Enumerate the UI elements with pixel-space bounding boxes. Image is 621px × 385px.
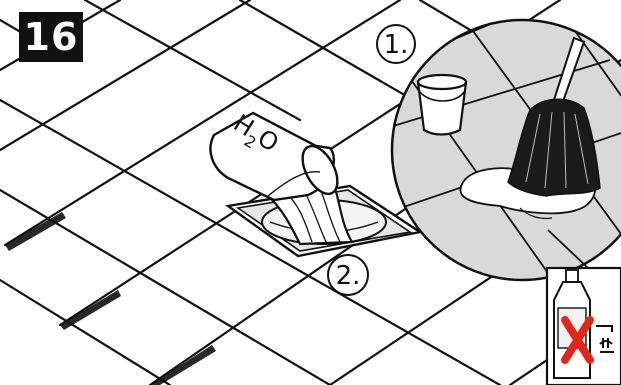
warning-leader-line xyxy=(547,229,589,269)
mop-icon xyxy=(507,36,601,197)
drain-tap-symbol-icon xyxy=(596,325,614,353)
no-chemical-cleaner-panel xyxy=(545,266,621,385)
callout-1-label: 1. xyxy=(384,30,409,60)
callout-2-label: 2. xyxy=(336,261,361,291)
callout-2: 2. xyxy=(327,254,369,296)
callout-1: 1. xyxy=(376,24,416,64)
tile-shading xyxy=(5,212,216,385)
magnified-inset xyxy=(390,18,621,282)
red-x-prohibited-icon xyxy=(561,316,594,364)
water-container-icon xyxy=(209,111,339,202)
bucket-icon xyxy=(416,73,468,136)
step-number-badge: 16 xyxy=(19,12,83,62)
